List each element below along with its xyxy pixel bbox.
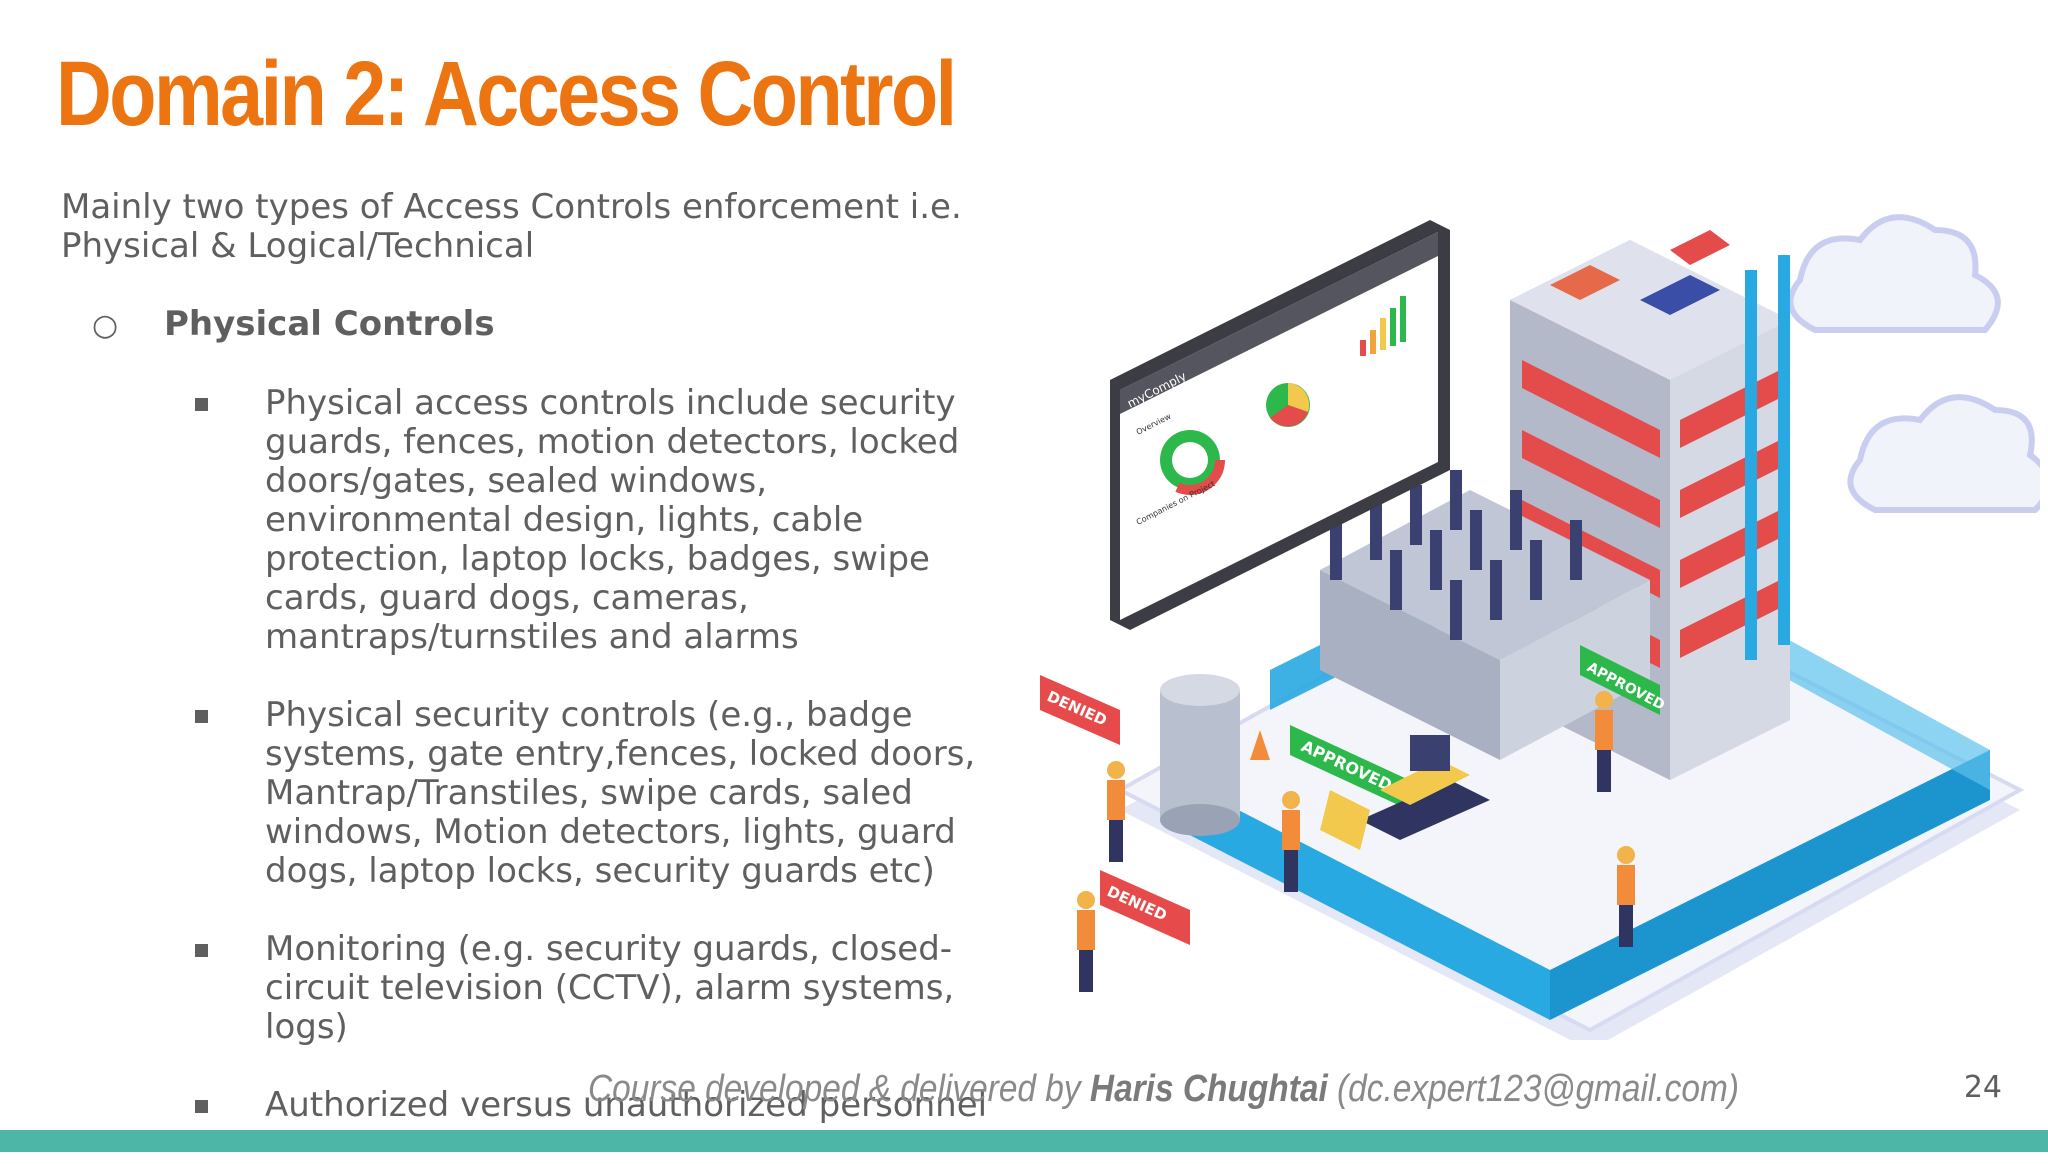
fence [1550, 750, 1990, 1020]
list-item: Authorized versus unauthorized personnel [195, 1086, 1015, 1125]
worker [1107, 761, 1125, 862]
slide-title: Domain 2: Access Control [56, 43, 957, 145]
page-number: 24 [1963, 1070, 2002, 1105]
worker [1077, 891, 1095, 992]
list-item: Monitoring (e.g. security guards, closed… [195, 930, 1015, 1047]
author-name: Haris Chughtai [1089, 1068, 1328, 1110]
square-bullet-icon [195, 398, 208, 411]
water-tank [1160, 674, 1240, 836]
worker [1282, 791, 1300, 892]
cloud-icon [1847, 394, 2040, 513]
fence [1180, 780, 1550, 1020]
worker [1617, 846, 1635, 947]
list-item: Physical security controls (e.g., badge … [195, 696, 1015, 891]
circle-bullet-icon: ○ [92, 308, 119, 343]
worker [1595, 691, 1613, 792]
building-frame [1320, 470, 1650, 760]
course-credit: Course developed & delivered by Haris Ch… [588, 1068, 1739, 1110]
bullet-list: Physical access controls include securit… [195, 384, 1015, 1164]
list-item: Physical access controls include securit… [195, 384, 1015, 657]
denied-sign: DENIED [1100, 870, 1190, 945]
construction-site-illustration: myComply Overview Companies on Project A… [1040, 214, 2040, 1040]
square-bullet-icon [195, 944, 208, 957]
denied-sign: DENIED [1040, 675, 1120, 745]
physical-controls-label: Physical Controls [164, 304, 495, 344]
bulldozer [1320, 735, 1490, 850]
square-bullet-icon [195, 1100, 208, 1113]
square-bullet-icon [195, 710, 208, 723]
traffic-cone-icon [1250, 730, 1270, 760]
cloud-icon [1787, 214, 2001, 333]
dashboard-screen: myComply Overview Companies on Project [1110, 220, 1450, 630]
author-email: (dc.expert123@gmail.com) [1327, 1068, 1739, 1110]
intro-text: Mainly two types of Access Controls enfo… [61, 187, 962, 266]
bottom-accent-bar [0, 1130, 2048, 1152]
physical-controls-heading: ○ Physical Controls [92, 304, 495, 344]
